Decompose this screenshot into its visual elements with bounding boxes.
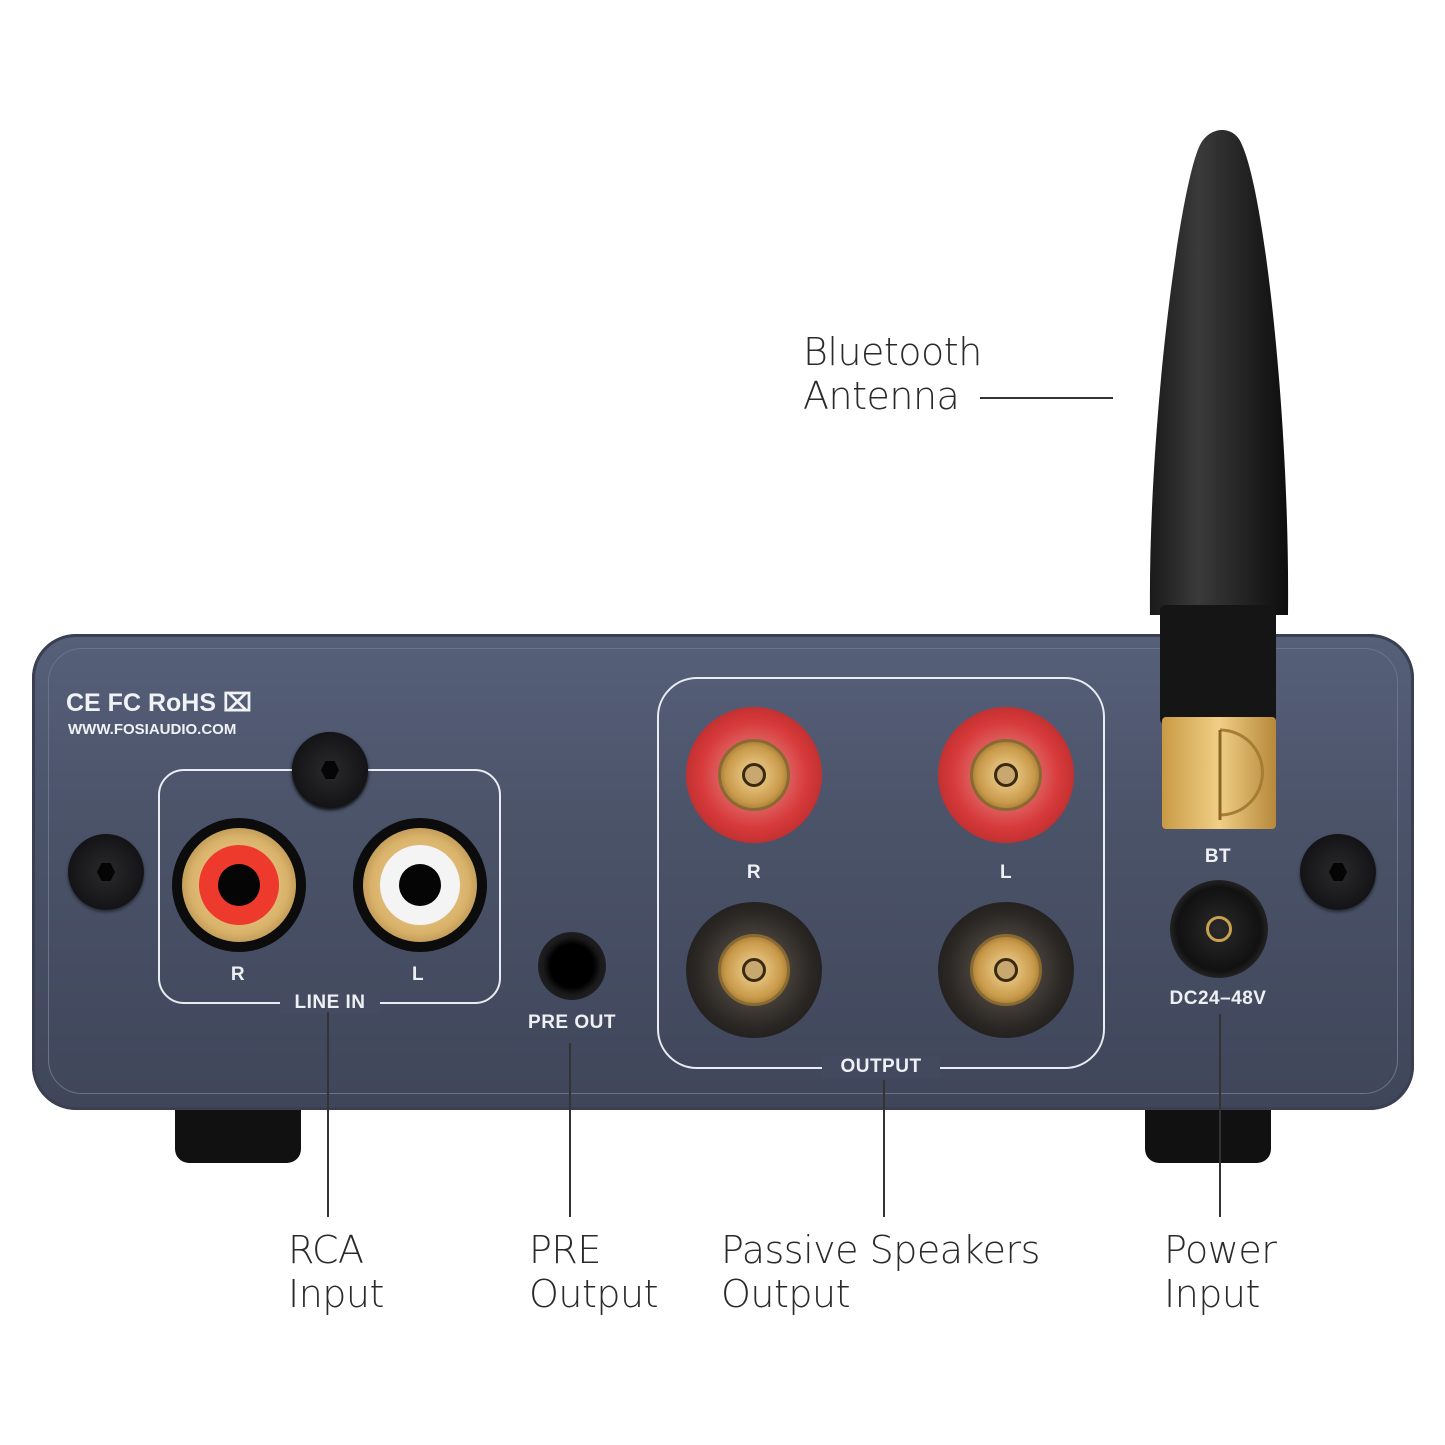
callout-line-1: Bluetooth <box>803 330 982 374</box>
dc-voltage-label: DC24–48V <box>1169 988 1267 1009</box>
power-leader-line <box>1219 1014 1221 1217</box>
line-in-l-label: L <box>411 964 425 985</box>
rca-leader-line <box>327 1012 329 1217</box>
screw-icon <box>292 732 368 808</box>
output-label: OUTPUT <box>822 1056 940 1078</box>
callout-line-2: Output <box>529 1272 659 1316</box>
left-foot <box>175 1100 301 1163</box>
callout-line-1: Power <box>1164 1228 1277 1272</box>
pre-out-label: PRE OUT <box>528 1012 616 1033</box>
website-text: WWW.FOSIAUDIO.COM <box>68 721 237 738</box>
binding-post-l-negative <box>938 902 1074 1038</box>
antenna-leader-line <box>980 397 1113 399</box>
rca-jack-right <box>172 818 306 952</box>
pre-leader-line <box>569 1043 571 1217</box>
callout-line-2: Input <box>1164 1272 1260 1316</box>
panel-bevel <box>48 648 1398 1094</box>
callout-line-2: Output <box>721 1272 850 1316</box>
line-in-r-label: R <box>230 964 246 985</box>
line-in-label: LINE IN <box>280 992 380 1014</box>
binding-post-l-positive <box>938 707 1074 843</box>
callout-line-2: Antenna <box>803 374 960 418</box>
callout-line-1: RCA <box>288 1228 364 1272</box>
callout-line-1: Passive Speakers <box>721 1228 1040 1272</box>
binding-post-r-negative <box>686 902 822 1038</box>
rca-jack-left <box>353 818 487 952</box>
pre-out-jack <box>538 932 606 1000</box>
output-leader-line <box>883 1080 885 1217</box>
dc-power-jack <box>1170 880 1268 978</box>
binding-post-r-positive <box>686 707 822 843</box>
certification-marks: CE FC RoHS ⌧ <box>66 689 252 717</box>
output-r-label: R <box>746 862 762 883</box>
output-l-label: L <box>999 862 1013 883</box>
callout-line-2: Input <box>288 1272 384 1316</box>
screw-icon <box>68 834 144 910</box>
bt-label: BT <box>1204 846 1232 867</box>
callout-line-1: PRE <box>529 1228 601 1272</box>
right-foot <box>1145 1100 1271 1163</box>
antenna-base <box>1160 605 1276 829</box>
screw-icon <box>1300 834 1376 910</box>
weee-icon: ⌧ <box>222 689 252 717</box>
